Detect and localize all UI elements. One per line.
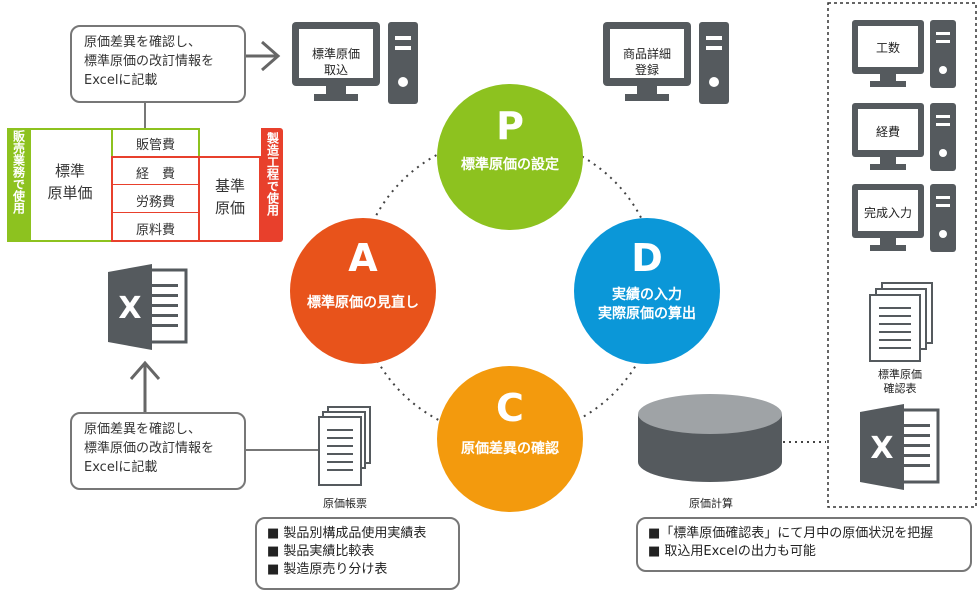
- revision-note-top: 原価差異を確認し、 標準原価の改訂情報を Excelに記載: [70, 25, 246, 103]
- row-expense: 経 費: [135, 167, 175, 182]
- do-label-1: 実績の入力: [612, 287, 682, 303]
- computer-import-label: 標準原価 取込: [299, 46, 373, 78]
- label-line: 確認表: [883, 382, 917, 395]
- list-item: ■ 製造原売り分け表: [267, 562, 388, 577]
- excel-letter: X: [870, 431, 893, 466]
- computer-hours-label: 工数: [875, 41, 900, 55]
- grid-line: [113, 212, 198, 213]
- plan-label: 標準原価の設定: [461, 157, 559, 173]
- note-line: 標準原価の改訂情報を: [84, 441, 215, 456]
- arrow-to-import-head: [261, 40, 281, 72]
- computer-completion-label: 完成入力: [863, 206, 912, 220]
- do-circle: D 実績の入力 実際原価の算出: [574, 218, 720, 364]
- list-item: ■ 製品別構成品使用実績表: [267, 526, 427, 541]
- confirm-excel-icon: X: [860, 404, 940, 490]
- mfg-use-text: 製造工程で使用: [265, 132, 280, 216]
- sales-use-text: 販売業務で使用: [11, 130, 26, 214]
- check-label: 原価差異の確認: [461, 441, 559, 457]
- list-item: ■「標準原価確認表」にて月中の原価状況を把握: [648, 526, 934, 541]
- computer-expense-label: 経費: [875, 125, 900, 139]
- act-label: 標準原価の見直し: [307, 295, 419, 311]
- note-line: Excelに記載: [84, 73, 158, 88]
- label-line: 取込: [323, 63, 348, 77]
- excel-file-icon: X: [108, 264, 188, 350]
- label-line: 標準: [54, 162, 85, 180]
- computer-hours-icon: [852, 20, 956, 88]
- note-line: Excelに記載: [84, 460, 158, 475]
- ledger-list-box: ■ 製品別構成品使用実績表 ■ 製品実績比較表 ■ 製造原売り分け表: [255, 517, 460, 590]
- ledger-document-icon: [318, 406, 371, 486]
- std-unit-cost-label: 標準 原単価: [32, 160, 108, 204]
- label-line: 基準: [214, 177, 245, 195]
- calc-list-box: ■「標準原価確認表」にて月中の原価状況を把握 ■ 取込用Excelの出力も可能: [636, 517, 972, 572]
- database-cylinder-icon: [638, 394, 782, 482]
- calc-caption: 原価計算: [689, 497, 733, 510]
- computer-completion-icon: [852, 184, 956, 252]
- plan-letter: P: [496, 104, 524, 148]
- row-labor: 労務費: [135, 195, 175, 210]
- plan-circle: P 標準原価の設定: [437, 84, 583, 230]
- do-label-2: 実際原価の算出: [598, 306, 696, 322]
- grid-line: [198, 156, 200, 242]
- label-line: 商品詳細: [622, 47, 671, 61]
- note-line: 標準原価の改訂情報を: [84, 54, 215, 69]
- revision-note-bottom: 原価差異を確認し、 標準原価の改訂情報を Excelに記載: [70, 412, 246, 490]
- note-line: 原価差異を確認し、: [84, 422, 202, 437]
- check-circle: C 原価差異の確認: [437, 366, 583, 512]
- excel-letter: X: [118, 291, 141, 326]
- ledger-caption: 原価帳票: [323, 497, 367, 510]
- act-circle: A 標準原価の見直し: [290, 218, 436, 364]
- list-item: ■ 取込用Excelの出力も可能: [648, 544, 816, 559]
- sales-use-tag: 販売業務で使用: [7, 128, 29, 242]
- computer-product-label: 商品詳細 登録: [610, 46, 684, 78]
- ledger-to-note-line: [246, 440, 321, 451]
- do-letter: D: [631, 236, 663, 280]
- grid-line: [113, 184, 198, 185]
- label-line: 登録: [634, 63, 659, 77]
- note-to-excel-head: [129, 360, 161, 380]
- confirm-document-icon: [869, 282, 933, 362]
- label-line: 標準原価: [878, 368, 922, 381]
- list-item: ■ 製品実績比較表: [267, 544, 375, 559]
- mfg-use-tag: 製造工程で使用: [261, 128, 283, 242]
- base-cost-label: 基準 原価: [200, 175, 260, 219]
- act-letter: A: [348, 236, 378, 280]
- computer-expense-icon: [852, 103, 956, 171]
- note-line: 原価差異を確認し、: [84, 35, 202, 50]
- base-cost-box: [111, 156, 261, 242]
- computer-import-icon: [292, 22, 418, 104]
- label-line: 原単価: [47, 184, 93, 202]
- check-letter: C: [496, 386, 524, 430]
- label-line: 標準原価: [311, 47, 360, 61]
- computer-product-icon: [603, 22, 729, 104]
- row-sga: 販管費: [135, 138, 175, 153]
- right-panel-border: [827, 2, 977, 508]
- row-material: 原料費: [135, 223, 175, 238]
- confirm-table-caption: 標準原価 確認表: [860, 368, 940, 396]
- label-line: 原価: [214, 199, 245, 217]
